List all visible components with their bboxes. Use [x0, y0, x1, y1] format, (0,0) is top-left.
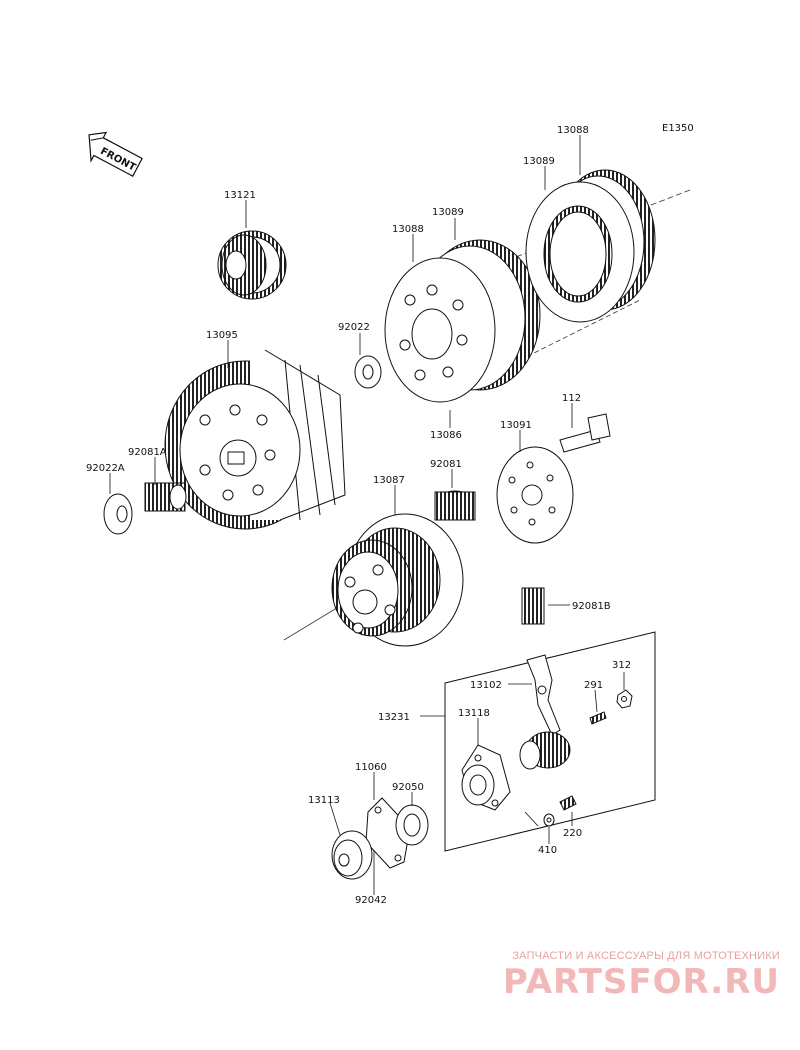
- part-label-220: 220: [563, 828, 582, 839]
- part-label-92081: 92081: [430, 459, 462, 470]
- watermark-logo: PARTSFOR.RU: [502, 962, 780, 1002]
- part-label-112: 112: [562, 393, 581, 404]
- part-label-13102: 13102: [470, 680, 502, 691]
- part-label-13118: 13118: [458, 708, 490, 719]
- part-label-92081b: 92081B: [572, 601, 611, 612]
- housing-13118-icon: [461, 744, 511, 811]
- part-label-13087: 13087: [373, 475, 405, 486]
- spring-92081b-icon: [521, 587, 545, 625]
- diagram-code: E1350: [662, 123, 694, 134]
- nut-312-icon: [616, 689, 633, 709]
- screw-220-icon: [559, 795, 577, 811]
- part-label-13088-mid: 13088: [392, 224, 424, 235]
- part-label-13091: 13091: [500, 420, 532, 431]
- lever-13102-icon: [519, 654, 571, 770]
- part-label-312: 312: [612, 660, 631, 671]
- washer-92022a-icon: [103, 493, 133, 535]
- pin-291-icon: [589, 711, 607, 725]
- leader-lines: [109, 135, 625, 895]
- part-label-92042: 92042: [355, 895, 387, 906]
- part-label-13113: 13113: [308, 795, 340, 806]
- part-label-410: 410: [538, 845, 557, 856]
- part-label-92081a: 92081A: [128, 447, 167, 458]
- clutch-plates-13086-icon: [384, 239, 541, 403]
- part-label-13089-mid: 13089: [432, 207, 464, 218]
- watermark-tagline: ЗАПЧАСТИ И АКСЕССУАРЫ ДЛЯ МОТОТЕХНИКИ: [512, 950, 780, 962]
- part-label-11060: 11060: [355, 762, 387, 773]
- washer-92022-icon: [354, 355, 382, 389]
- clutch-housing-13095-icon: [164, 349, 346, 530]
- part-label-13231: 13231: [378, 712, 410, 723]
- axis-line-plates: [519, 299, 641, 361]
- part-label-13095: 13095: [206, 330, 238, 341]
- seal-92050-icon: [395, 804, 429, 846]
- gear-13121-icon: [217, 230, 287, 300]
- part-label-291: 291: [584, 680, 603, 691]
- part-label-13089-top: 13089: [523, 156, 555, 167]
- assembly-13231-frame: [444, 631, 656, 852]
- washer-410-icon: [543, 813, 555, 827]
- plate-13091-icon: [496, 446, 574, 544]
- part-label-92050: 92050: [392, 782, 424, 793]
- front-arrow-icon: FRONT: [88, 131, 143, 177]
- spring-92081a-icon: [144, 482, 187, 512]
- part-label-13086: 13086: [430, 430, 462, 441]
- part-label-92022: 92022: [338, 322, 370, 333]
- part-label-13121: 13121: [224, 190, 256, 201]
- clutch-hub-13087-icon: [331, 513, 464, 647]
- shaft-13113-icon: [331, 830, 373, 880]
- part-label-92022a: 92022A: [86, 463, 125, 474]
- friction-plates-13088-icon: [525, 169, 656, 323]
- spring-92081-icon: [434, 490, 476, 521]
- part-label-13088-top: 13088: [557, 125, 589, 136]
- bolt-112-icon: [559, 413, 611, 453]
